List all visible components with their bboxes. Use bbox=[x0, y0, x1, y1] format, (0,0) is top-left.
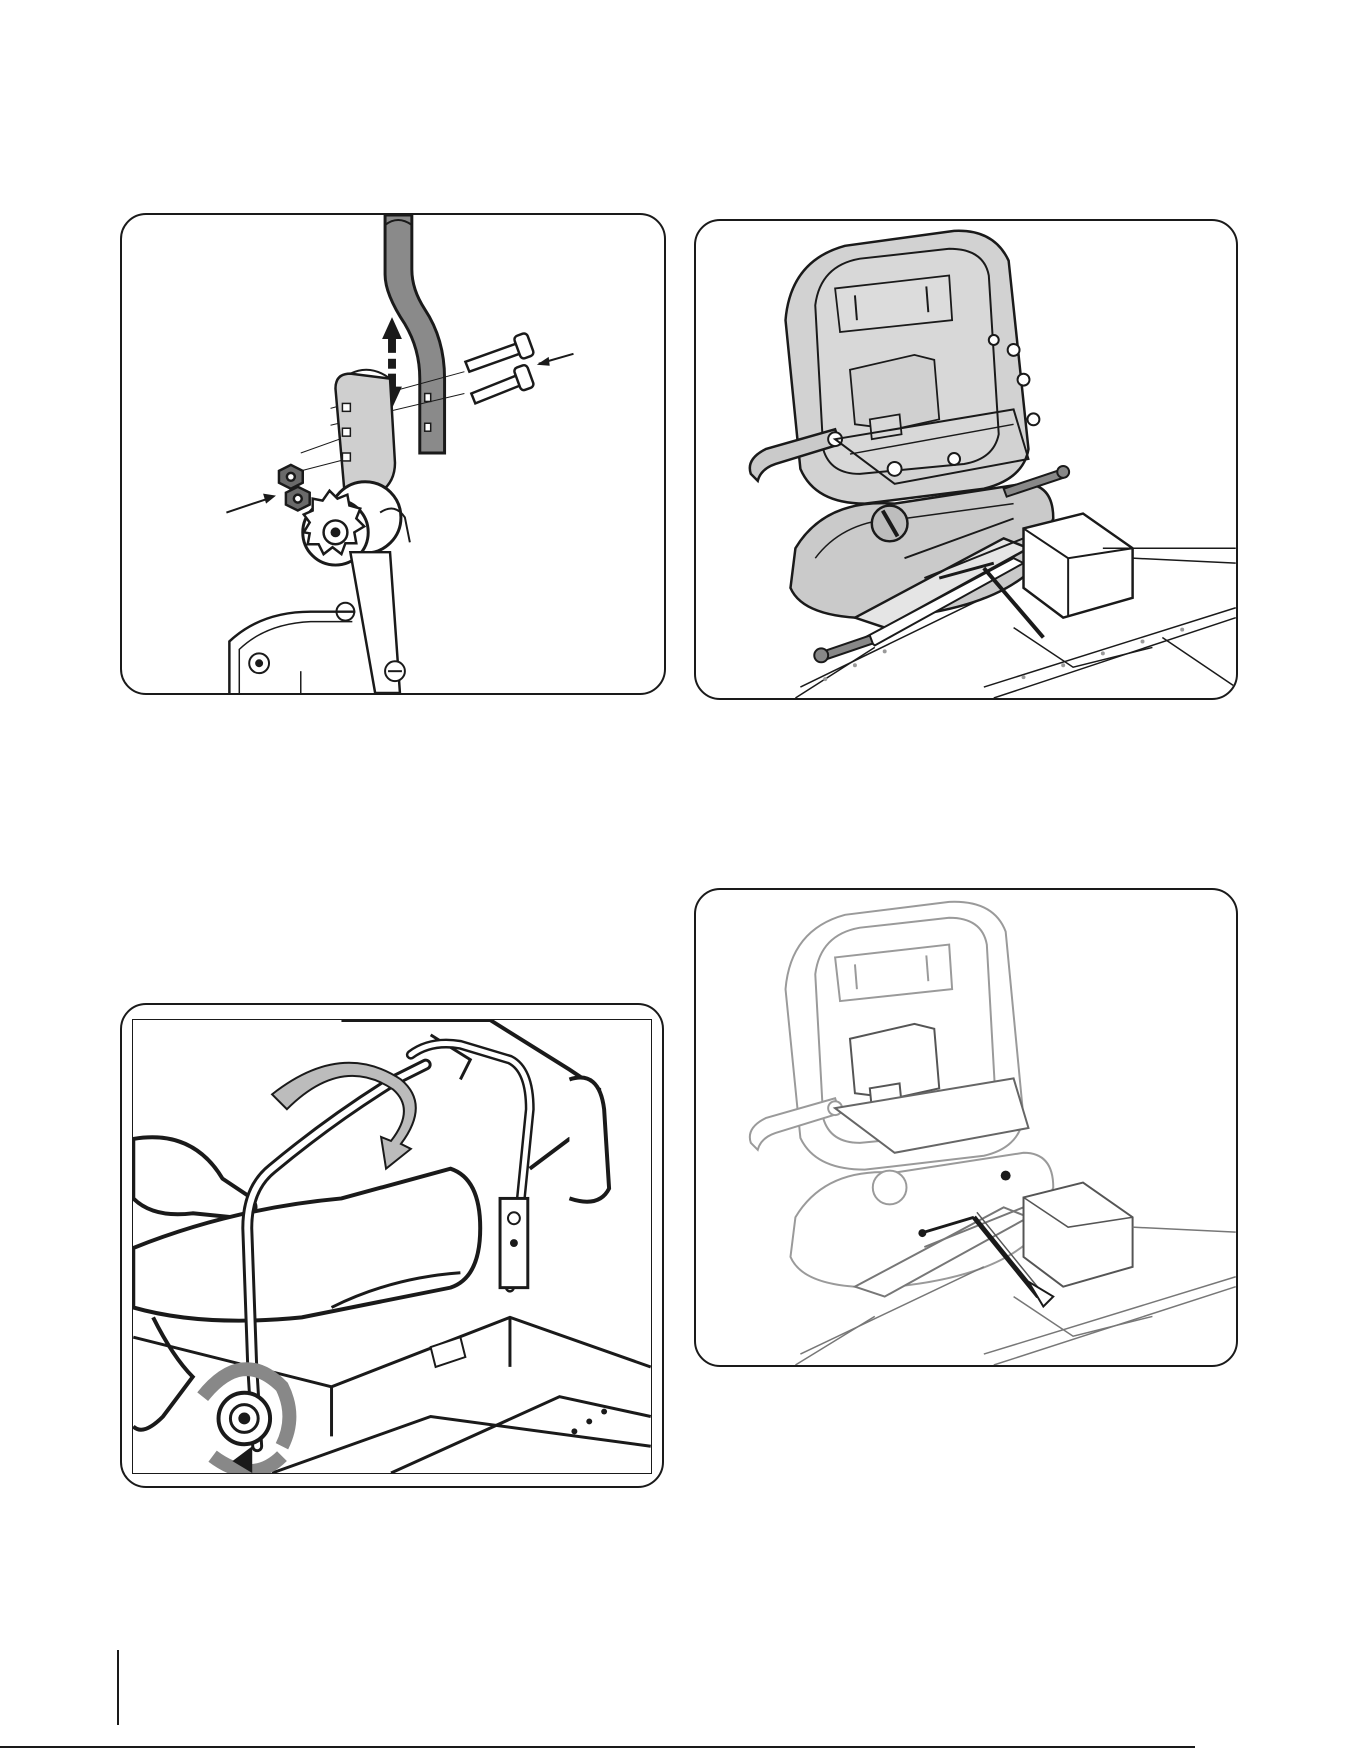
knob-icon bbox=[203, 1369, 290, 1473]
seat-support-illustration bbox=[696, 890, 1236, 1365]
control-box bbox=[1024, 514, 1133, 618]
handle-bracket-illustration bbox=[122, 215, 664, 693]
figure-handle-fold bbox=[120, 1003, 664, 1488]
figure-handle-fold-frame bbox=[132, 1019, 652, 1474]
control-box bbox=[1024, 1183, 1133, 1287]
handle-fold-illustration bbox=[133, 1020, 651, 1473]
figure-handle-bracket bbox=[120, 213, 666, 695]
figure-seat-support-rod bbox=[694, 888, 1238, 1367]
seat-tilt-illustration bbox=[696, 221, 1236, 698]
margin-rule bbox=[117, 1650, 119, 1725]
bolt-icon bbox=[465, 332, 534, 403]
footer-rule bbox=[0, 1746, 1195, 1748]
nut-icon bbox=[279, 465, 310, 511]
nut-pointer bbox=[226, 498, 271, 513]
figure-seat-tilt bbox=[694, 219, 1238, 700]
